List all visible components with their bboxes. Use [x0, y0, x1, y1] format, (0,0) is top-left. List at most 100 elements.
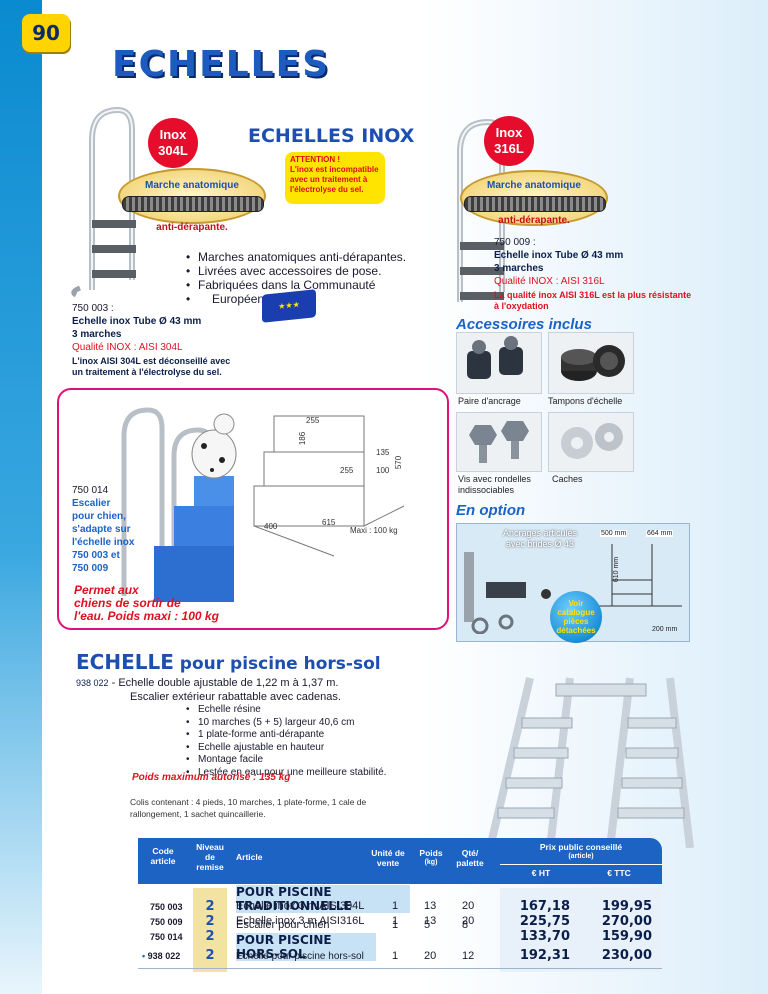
row-poids: 5	[424, 919, 431, 931]
row-qte: 20	[462, 900, 475, 912]
tread-top-label-right: Marche anatomique	[487, 180, 581, 191]
row-unite: 1	[392, 900, 399, 912]
th-ht: € HT	[531, 868, 551, 878]
tread-bottom-label-left: anti-dérapante.	[156, 222, 228, 233]
bullet-item: Echelle résine	[186, 704, 446, 717]
max-weight-label: Maxi : 100 kg	[350, 526, 398, 535]
bullet-item: Lestée en eau pour une meilleure stabili…	[186, 767, 446, 780]
row-ht: 133,70	[519, 929, 570, 944]
row-ttc: 230,00	[601, 948, 652, 963]
dim-200: 200 mm	[652, 626, 678, 633]
row-ht: 167,18	[519, 899, 570, 914]
row-code: 750 014	[150, 932, 183, 942]
ladder-bumpers-image	[548, 332, 634, 394]
feature-item: Livrées avec accessoires de pose.	[186, 264, 426, 278]
anchor-pair-image	[456, 332, 542, 394]
hors-sol-colis: Colis contenant : 4 pieds, 10 marches, 1…	[130, 797, 367, 819]
category-hors-sol: POUR PISCINE HORS-SOL	[236, 933, 376, 961]
level-column-bg	[193, 888, 227, 972]
option-caption: Ancrages articulés avec brides Ø 43	[502, 528, 578, 549]
category-traditionnelle: POUR PISCINE TRADITIONNELLE	[236, 885, 410, 913]
tread-top-label-left: Marche anatomique	[145, 180, 239, 191]
row-article: Echelle inox 3 m AISI316L	[236, 915, 365, 927]
tread-bottom-label-right: anti-dérapante.	[498, 215, 570, 226]
bullet-item: 10 marches (5 + 5) largeur 40,6 cm	[186, 717, 446, 730]
row-qte: 20	[462, 915, 475, 927]
th-prix: Prix public conseillé(article)	[539, 842, 623, 860]
anchor-dimension-diagram	[592, 544, 682, 607]
hors-sol-title: ECHELLE pour piscine hors-sol	[76, 650, 381, 674]
row-qte: 12	[462, 950, 475, 962]
prix-divider	[500, 864, 662, 865]
dim-610: 610 mm	[613, 556, 621, 583]
row-poids: 13	[424, 900, 437, 912]
bullet-item: Montage facile	[186, 754, 446, 767]
bullet-item: Echelle ajustable en hauteur	[186, 742, 446, 755]
th-qte: Qté/palette	[456, 848, 484, 868]
caption-screws: Vis avec rondelles indissociables	[458, 474, 531, 495]
th-ttc: € TTC	[607, 868, 631, 878]
hors-sol-bullets: Echelle résine 10 marches (5 + 5) largeu…	[186, 704, 446, 779]
row-unite: 1	[392, 915, 399, 927]
row-code: • 938 022	[142, 951, 181, 961]
row-level: 2	[205, 899, 215, 914]
row-qte: 8	[462, 919, 469, 931]
bullet-item: 1 plate-forme anti-dérapante	[186, 729, 446, 742]
row-poids: 20	[424, 950, 437, 962]
warning-box: ATTENTION ! L'inox est incompatible avec…	[285, 152, 385, 204]
row-code: 750 003	[150, 902, 183, 912]
caps-image	[548, 412, 634, 472]
page-title: ECHELLES	[112, 44, 331, 85]
screws-washers-image	[456, 412, 542, 472]
dog-stairs-text: 750 014 Escalier pour chien, s'adapte su…	[72, 485, 135, 574]
dim-label: 255	[306, 416, 320, 425]
table-header-bar	[138, 838, 662, 884]
row-ht: 192,31	[519, 948, 570, 963]
voir-catalogue-badge[interactable]: Voir catalogue pièces détachées	[550, 591, 602, 643]
caption-bumpers: Tampons d'échelle	[548, 396, 623, 406]
th-article: Article	[236, 852, 263, 862]
row-level: 2	[205, 914, 215, 929]
dim-label: 100	[376, 466, 390, 475]
resin-ladder-image	[486, 677, 694, 848]
row-ht: 225,75	[519, 914, 570, 929]
page-number: 90	[22, 14, 70, 52]
row-level: 2	[205, 929, 215, 944]
dim-label: 255	[340, 466, 354, 475]
row-unite: 1	[392, 950, 399, 962]
row-poids: 13	[424, 915, 437, 927]
anchors-image	[464, 552, 551, 634]
tread-bar-right	[464, 196, 606, 212]
hors-sol-desc2: Escalier extérieur rabattable avec caden…	[130, 691, 341, 703]
th-poids: Poids(kg)	[419, 848, 443, 866]
hors-sol-max: Poids maximum autorisé : 135 kg	[132, 772, 291, 783]
row-code: 750 009	[150, 917, 183, 927]
product-750003-block: 750 003 : Echelle inox Tube Ø 43 mm 3 ma…	[72, 303, 231, 377]
product-750009-block: 750 009 : Echelle inox Tube Ø 43 mm 3 ma…	[494, 237, 692, 311]
row-level: 2	[205, 948, 215, 963]
caption-anchor: Paire d'ancrage	[458, 396, 521, 406]
feature-item: Fabriquées dans la Communauté	[186, 278, 426, 292]
dim-664: 664 mm	[646, 530, 674, 537]
dim-label: 570	[394, 455, 404, 470]
dog-stairs-image	[121, 407, 405, 602]
row-ttc: 199,95	[601, 899, 652, 914]
row-ttc: 270,00	[601, 914, 652, 929]
feature-item: Marches anatomiques anti-dérapantes.	[186, 250, 426, 264]
dim-label: 400	[264, 522, 278, 531]
hors-sol-desc: 938 022 - Echelle double ajustable de 1,…	[76, 677, 339, 689]
row-article: Echelle pour piscine hors-sol	[236, 951, 364, 962]
dim-500: 500 mm	[600, 530, 628, 537]
ladder-304l-image	[71, 106, 136, 298]
dim-label: 135	[376, 448, 390, 457]
dim-label: 615	[322, 518, 336, 527]
dim-label: 186	[298, 431, 308, 446]
row-article: Escalier pour chien	[236, 919, 330, 931]
row-ttc: 159,90	[601, 929, 652, 944]
row-article: Echelle inox 3 m AISI304L	[236, 900, 365, 912]
